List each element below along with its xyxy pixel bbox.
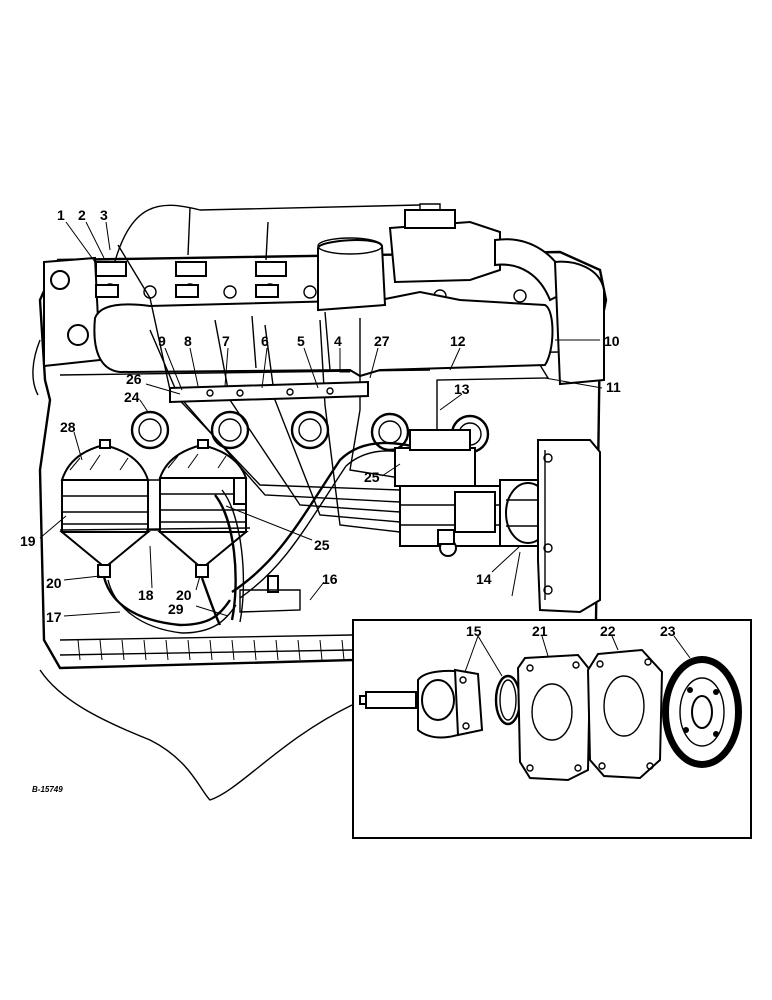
drive-gear-23 [662,656,742,768]
fuel-injection-lines [95,204,550,533]
callout-5: 5 [297,333,305,349]
gasket-21 [516,653,592,782]
callout-12: 12 [450,333,466,349]
callout-15: 15 [466,623,482,639]
callout-17: 17 [46,609,62,625]
callout-2: 2 [78,207,86,223]
pump-drive-housing [359,668,484,739]
callout-23: 23 [660,623,676,639]
callout-24: 24 [124,389,140,405]
manifold [93,203,605,386]
fuel-filter-right [157,439,249,578]
callout-1: 1 [57,207,65,223]
callout-6: 6 [261,333,269,349]
fuel-hoses [102,441,423,634]
callout-13: 13 [454,381,470,397]
callout-20-left: 20 [46,575,62,591]
callout-14: 14 [476,571,492,587]
callout-9: 9 [158,333,166,349]
callout-21: 21 [532,623,548,639]
callout-25-bottom: 25 [314,537,330,553]
callout-18: 18 [138,587,154,603]
callout-4: 4 [334,333,342,349]
callout-7: 7 [222,333,230,349]
leader-lines [39,221,691,677]
injection-pump [394,429,601,614]
callout-3: 3 [100,207,108,223]
callout-26: 26 [126,371,142,387]
injectors [95,261,287,298]
plate-22 [586,648,664,780]
callout-10: 10 [604,333,620,349]
callout-28: 28 [60,419,76,435]
callout-20-right: 20 [176,587,192,603]
oil-pan-ribs [77,639,345,661]
callout-19: 19 [20,533,36,549]
callout-11: 11 [606,379,621,395]
callout-29: 29 [168,601,184,617]
figure-reference-code: B-15749 [32,785,63,794]
exploded-detail-inset [352,619,752,839]
callout-22: 22 [600,623,616,639]
callout-25-top: 25 [364,469,380,485]
callout-27: 27 [374,333,390,349]
callout-labels: 1 2 3 4 5 6 7 8 9 10 11 12 13 14 15 16 1… [20,207,676,639]
callout-8: 8 [184,333,192,349]
callout-16: 16 [322,571,338,587]
fuel-filter-left [59,439,151,578]
